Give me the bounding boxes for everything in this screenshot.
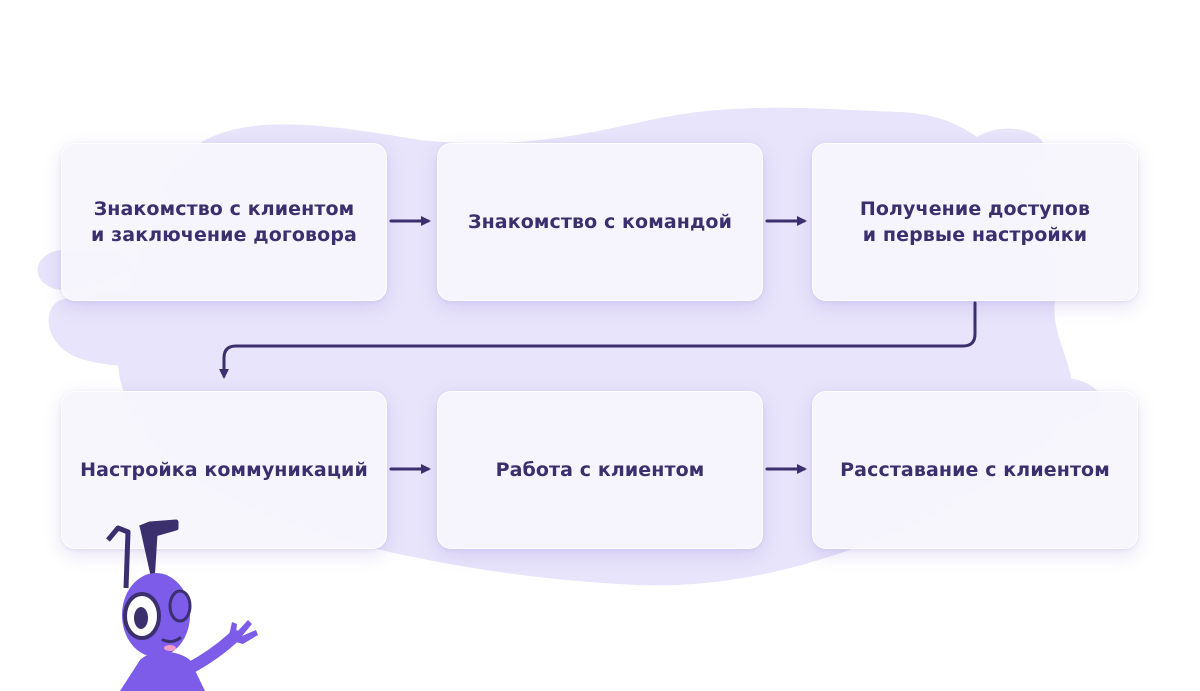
mascot-antenna-left xyxy=(106,525,131,589)
mascot-mouth xyxy=(161,636,182,644)
step-label: Знакомство с клиентом и заключение догов… xyxy=(91,198,357,246)
mascot-body xyxy=(120,651,205,691)
step-label: Работа с клиентом xyxy=(495,459,705,481)
step-card-5: Работа с клиентом xyxy=(437,391,763,549)
step-card-3: Получение доступов и первые настройки xyxy=(812,143,1138,301)
mascot-eye-right xyxy=(168,589,192,623)
mascot-antenna-right xyxy=(139,519,179,583)
step-label: Получение доступов и первые настройки xyxy=(859,198,1091,246)
step-card-2: Знакомство с командой xyxy=(437,143,763,301)
mascot-cheek xyxy=(164,645,176,651)
step-card-6: Расставание с клиентом xyxy=(812,391,1138,549)
step-label: Настройка коммуникаций xyxy=(80,459,368,481)
blob-left-lower xyxy=(48,293,226,367)
mascot-arm xyxy=(184,630,241,674)
mascot-pupil xyxy=(134,607,148,629)
step-label: Расставание с клиентом xyxy=(840,459,1110,481)
step-label: Знакомство с командой xyxy=(467,211,732,233)
step-card-1: Знакомство с клиентом и заключение догов… xyxy=(61,143,387,301)
mascot-hand xyxy=(228,620,258,644)
step-card-4: Настройка коммуникаций xyxy=(61,391,387,549)
